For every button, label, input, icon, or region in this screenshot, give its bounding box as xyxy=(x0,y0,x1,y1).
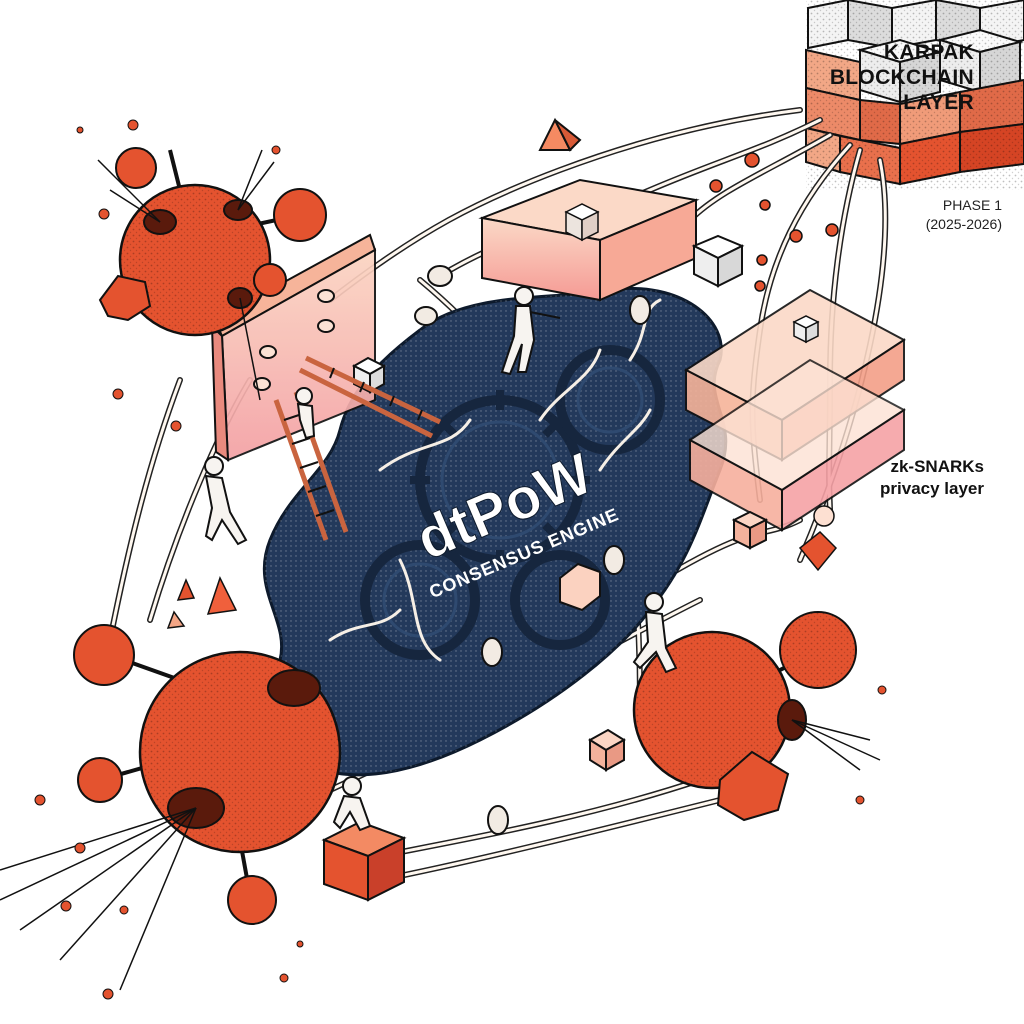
blockchain-block-icon xyxy=(166,234,838,902)
phase-years: (2025-2026) xyxy=(925,216,1002,232)
layer-slab-top xyxy=(478,117,700,302)
title-line: KARPAK xyxy=(883,41,974,64)
rope-knot xyxy=(414,265,651,835)
layer-slab-right xyxy=(684,288,906,532)
phase-label: PHASE 1 (2025-2026) xyxy=(862,196,1002,234)
ladder-icon xyxy=(273,355,442,541)
privacy-name: zk-SNARKs xyxy=(890,457,984,476)
blockchain-layer-title: KARPAK BLOCKCHAIN LAYER xyxy=(734,40,974,115)
title-line: LAYER xyxy=(903,91,974,114)
network-node-icon xyxy=(0,119,887,1000)
worker-figure-icon xyxy=(204,286,678,832)
privacy-layer-label: zk-SNARKs privacy layer xyxy=(784,456,984,500)
phase-name: PHASE 1 xyxy=(942,197,1002,213)
title-line: BLOCKCHAIN xyxy=(829,66,974,89)
privacy-desc: privacy layer xyxy=(880,479,984,498)
layer-panel-left xyxy=(210,233,377,462)
